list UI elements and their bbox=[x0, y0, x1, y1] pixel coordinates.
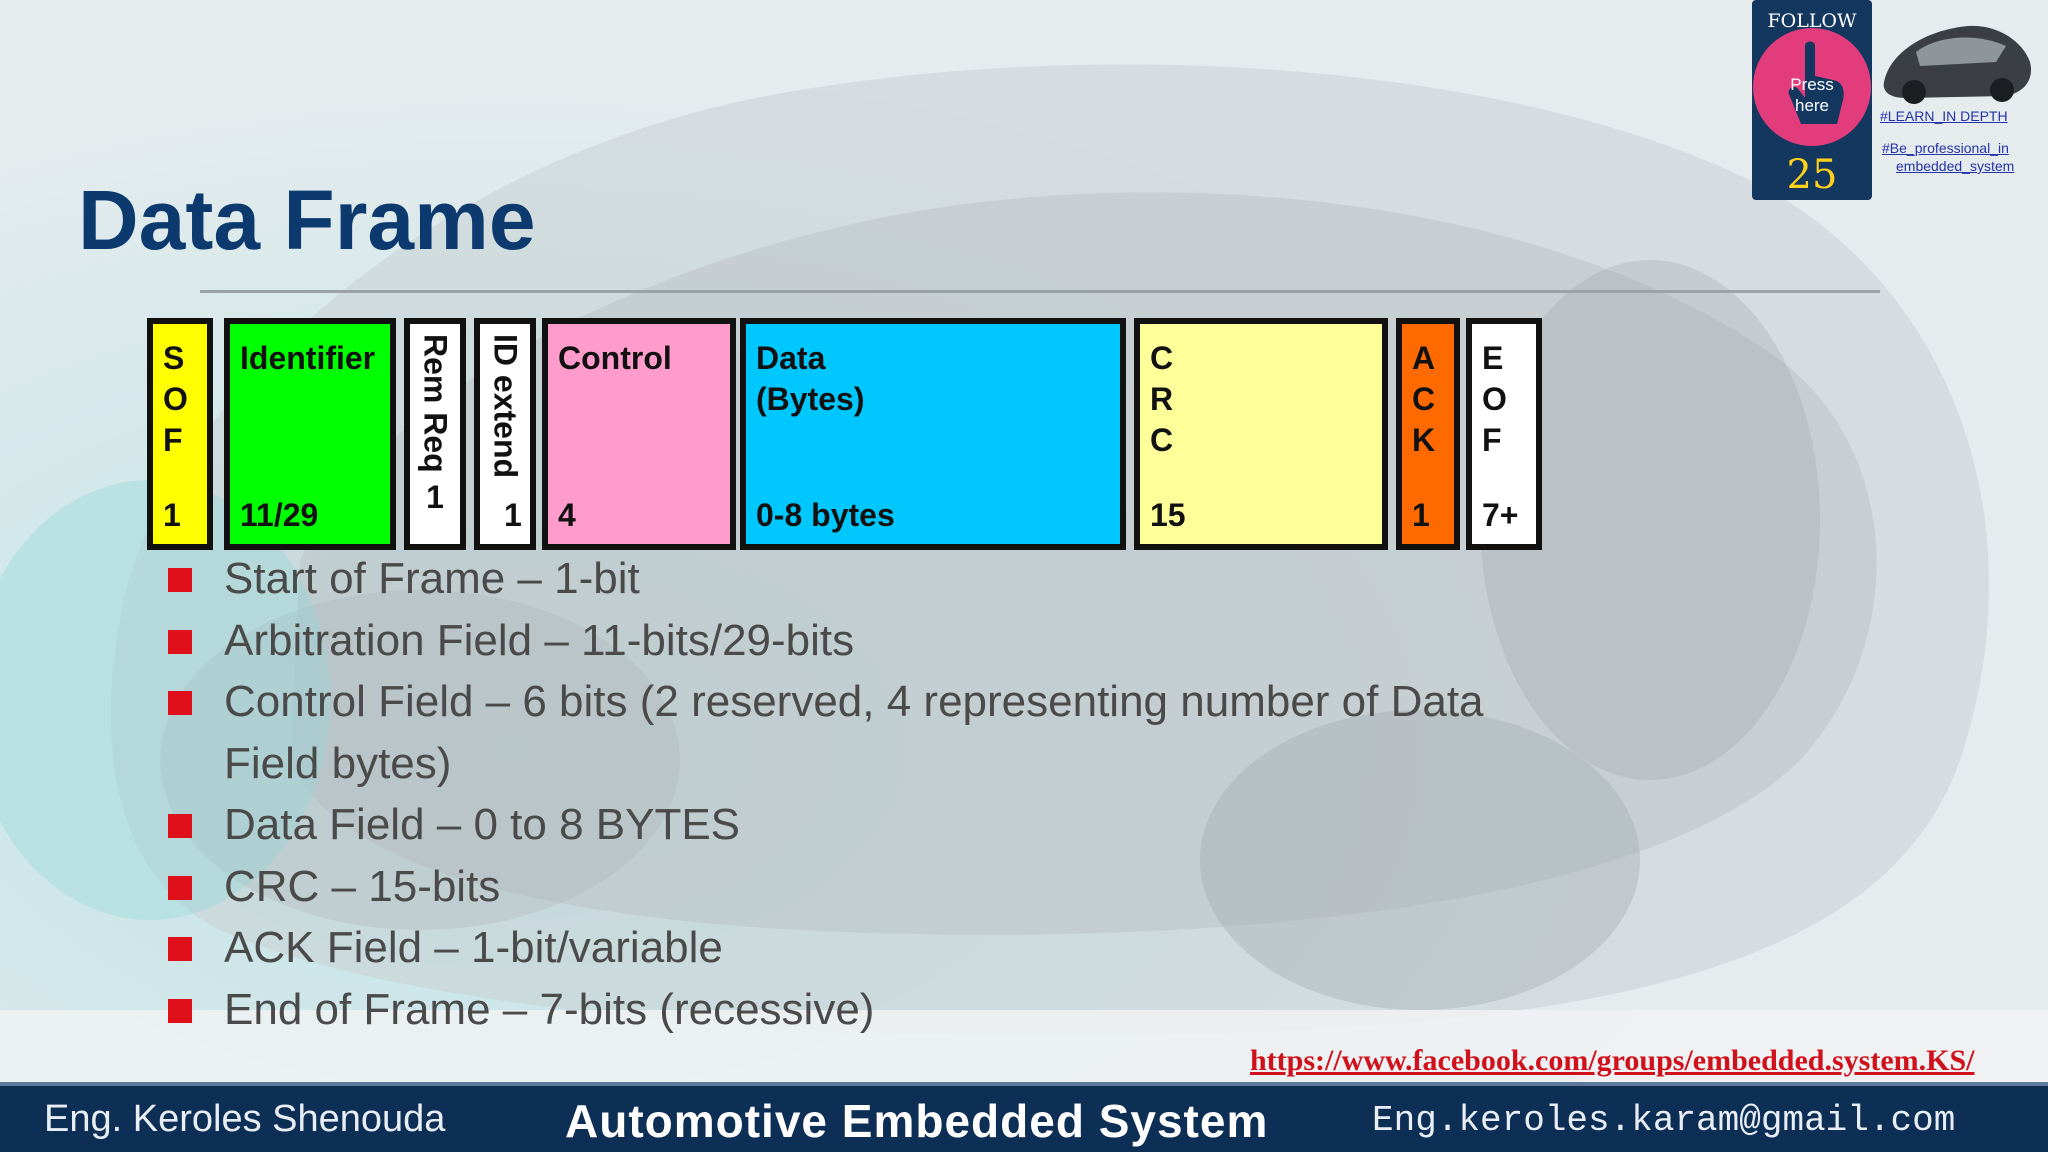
field-crc-label-c1: C bbox=[1150, 340, 1174, 376]
field-sof-bits: 1 bbox=[163, 497, 181, 533]
footer-email: Eng.keroles.karam@gmail.com bbox=[1372, 1100, 1956, 1141]
slide-title: Data Frame bbox=[78, 173, 536, 267]
field-crc: C R C 15 bbox=[1134, 318, 1388, 550]
field-identifier-bits: 11/29 bbox=[240, 497, 319, 533]
bullet-marker bbox=[168, 937, 192, 961]
pointing-hand-icon bbox=[1788, 41, 1844, 124]
bullet-marker bbox=[168, 691, 192, 715]
list-item: Data Field – 0 to 8 BYTES bbox=[168, 794, 1568, 856]
tag-learn-in-depth[interactable]: #LEARN_IN DEPTH bbox=[1880, 108, 2008, 124]
field-id-extend: ID extend 1 bbox=[474, 318, 536, 550]
car-thumbnail bbox=[1883, 25, 2031, 104]
press-circle bbox=[1753, 28, 1871, 146]
field-ack: A C K 1 bbox=[1396, 318, 1460, 550]
field-rem-req-label: Rem Req bbox=[417, 334, 454, 473]
field-crc-label-c2: C bbox=[1150, 422, 1174, 458]
field-eof-bits: 7+ bbox=[1482, 497, 1519, 533]
field-id-extend-label: ID extend bbox=[487, 334, 524, 479]
field-eof-label-e: E bbox=[1482, 340, 1504, 376]
field-id-extend-bits: 1 bbox=[504, 497, 522, 533]
field-eof-label-f: F bbox=[1482, 422, 1502, 458]
field-sof: S O F 1 bbox=[147, 318, 213, 550]
facebook-group-link[interactable]: https://www.facebook.com/groups/embedded… bbox=[1250, 1044, 1975, 1077]
list-item: Start of Frame – 1-bit bbox=[168, 548, 1568, 610]
field-data-label: Data bbox=[756, 340, 826, 376]
field-ack-label-c: C bbox=[1412, 381, 1436, 417]
follow-us-button[interactable]: FOLLOW US Press here 25 bbox=[1752, 0, 1872, 200]
tag-be-professional[interactable]: #Be_professional_in bbox=[1882, 140, 2009, 156]
list-item: CRC – 15-bits bbox=[168, 856, 1568, 918]
field-ack-label-k: K bbox=[1412, 422, 1436, 458]
field-crc-label-r: R bbox=[1150, 381, 1174, 417]
bullet-marker bbox=[168, 814, 192, 838]
field-identifier-label: Identifier bbox=[240, 340, 376, 376]
title-divider bbox=[200, 290, 1880, 293]
field-control: Control 4 bbox=[542, 318, 736, 550]
field-rem-req: Rem Req 1 bbox=[404, 318, 466, 550]
bullet-marker bbox=[168, 998, 192, 1023]
list-item: Arbitration Field – 11-bits/29-bits bbox=[168, 610, 1568, 672]
list-item: ACK Field – 1-bit/variable bbox=[168, 917, 1568, 979]
field-data-sublabel: (Bytes) bbox=[756, 381, 865, 417]
field-sof-label-f: F bbox=[163, 422, 183, 458]
bullet-marker bbox=[168, 629, 192, 654]
bullet-marker bbox=[168, 568, 192, 592]
field-control-bits: 4 bbox=[558, 497, 576, 533]
field-rem-req-bits: 1 bbox=[426, 479, 444, 515]
field-eof: E O F 7+ bbox=[1466, 318, 1542, 550]
list-item: End of Frame – 7-bits (recessive) bbox=[168, 979, 1568, 1041]
field-identifier: Identifier 11/29 bbox=[224, 318, 396, 550]
field-ack-bits: 1 bbox=[1412, 497, 1430, 533]
bullet-list: Start of Frame – 1-bit Arbitration Field… bbox=[168, 548, 1568, 1040]
field-sof-label-o: O bbox=[163, 381, 188, 417]
field-ack-label-a: A bbox=[1412, 340, 1436, 376]
list-item: Control Field – 6 bits (2 reserved, 4 re… bbox=[168, 671, 1584, 794]
tag-embedded-system[interactable]: embedded_system bbox=[1896, 158, 2015, 174]
field-control-label: Control bbox=[558, 340, 672, 376]
field-data-bits: 0-8 bytes bbox=[756, 497, 895, 533]
footer-course-title: Automotive Embedded System bbox=[565, 1095, 1269, 1147]
press-here-label: Press here bbox=[1790, 75, 1834, 115]
field-eof-label-o: O bbox=[1482, 381, 1507, 417]
footer-bar: Eng. Keroles Shenouda Automotive Embedde… bbox=[0, 1082, 2048, 1152]
field-data: Data (Bytes) 0-8 bytes bbox=[740, 318, 1126, 550]
field-crc-bits: 15 bbox=[1150, 497, 1186, 533]
bullet-marker bbox=[168, 875, 192, 900]
field-sof-label-s: S bbox=[163, 340, 185, 376]
footer-author: Eng. Keroles Shenouda bbox=[44, 1098, 446, 1140]
page-number: 25 bbox=[1786, 152, 1838, 198]
